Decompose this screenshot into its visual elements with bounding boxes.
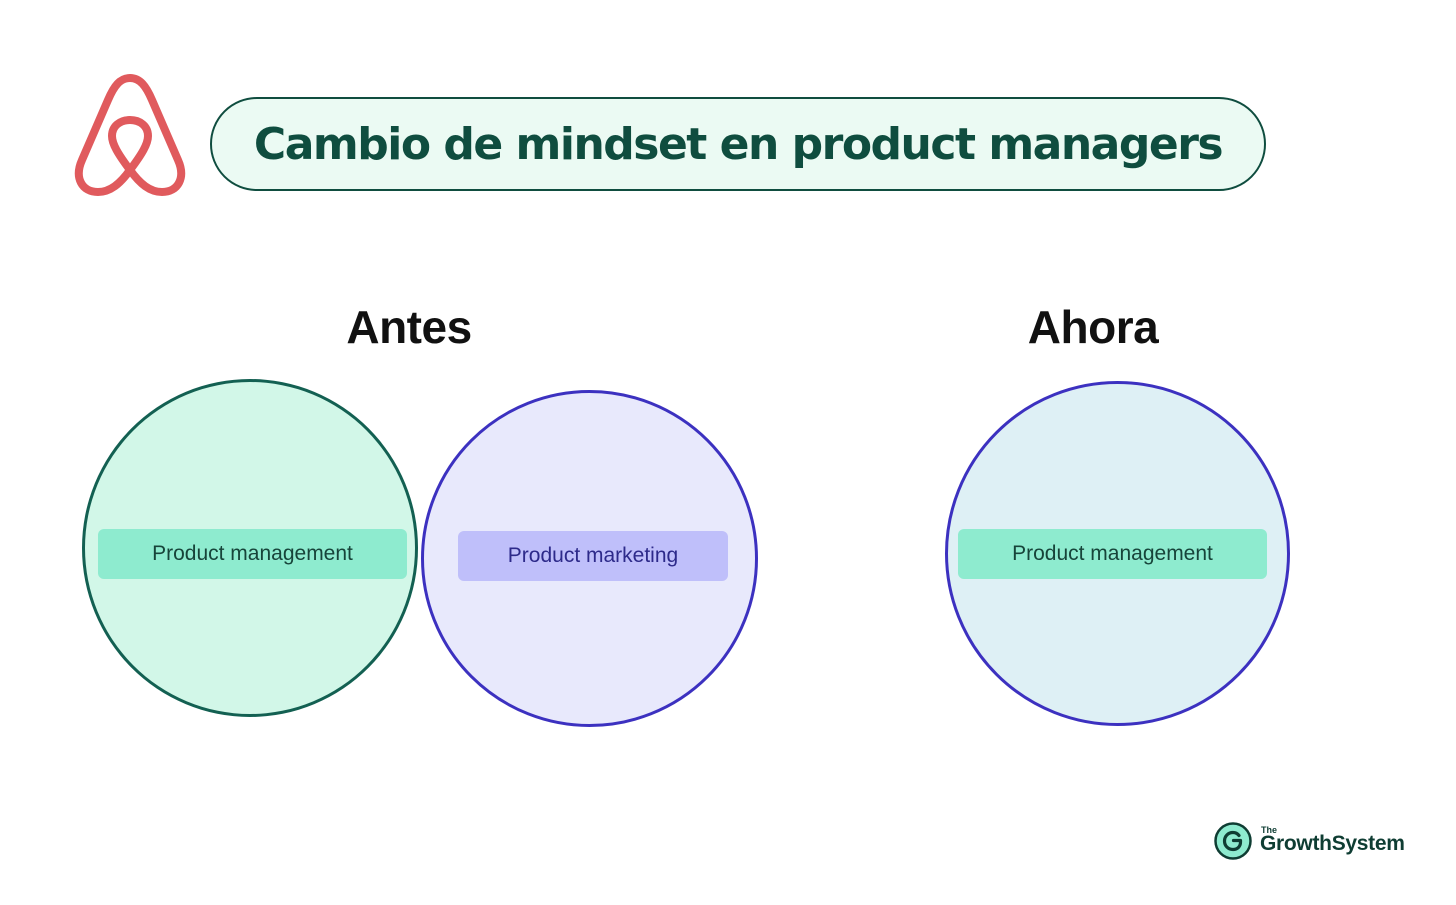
heading-ahora: Ahora xyxy=(1027,301,1159,353)
airbnb-logo-icon xyxy=(74,74,186,196)
growthsystem-brand: The GrowthSystem xyxy=(1214,822,1424,862)
page-title: Cambio de mindset en product managers xyxy=(253,118,1224,170)
heading-antes: Antes xyxy=(346,301,472,353)
tag-product-marketing-antes: Product marketing xyxy=(458,531,728,581)
tag-product-management-ahora: Product management xyxy=(958,529,1267,579)
tag-product-management-antes: Product management xyxy=(98,529,407,579)
title-banner: Cambio de mindset en product managers xyxy=(210,97,1266,191)
brand-name: GrowthSystem xyxy=(1260,832,1405,855)
brand-prefix: The xyxy=(1261,825,1278,835)
growthsystem-g-icon xyxy=(1214,822,1252,860)
